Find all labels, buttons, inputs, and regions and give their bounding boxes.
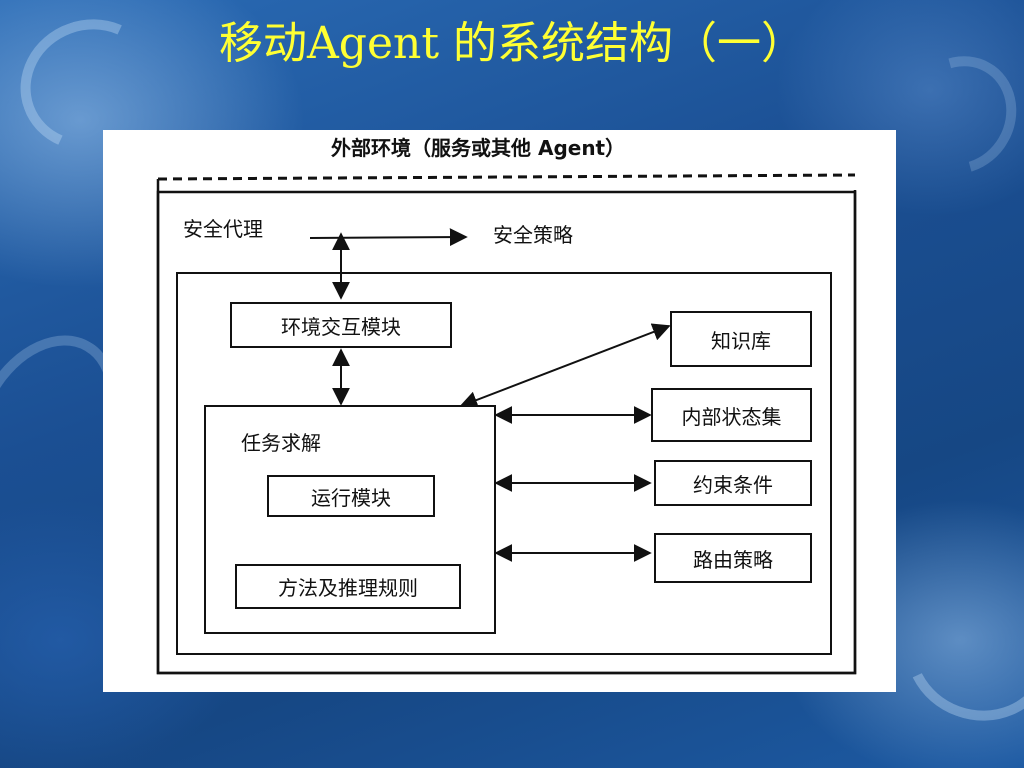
internal-state-set-box: 内部状态集 <box>651 388 812 442</box>
run-module-box: 运行模块 <box>267 475 435 517</box>
knowledge-base-box: 知识库 <box>670 311 812 367</box>
routing-policy-box: 路由策略 <box>654 533 812 583</box>
slide-title: 移动Agent 的系统结构（一） <box>219 18 805 69</box>
security-agent-label: 安全代理 <box>183 217 263 241</box>
decorative-swirl-bottom-right <box>885 558 1024 742</box>
environment-boundary-dashed <box>157 173 856 181</box>
methods-rules-box: 方法及推理规则 <box>235 564 461 609</box>
arrow-security-policy <box>309 228 468 247</box>
env-interaction-module-box: 环境交互模块 <box>230 302 452 348</box>
constraints-box: 约束条件 <box>654 460 812 506</box>
inner-frame <box>176 272 832 655</box>
task-solving-label: 任务求解 <box>241 431 321 455</box>
diagram-lines <box>156 173 857 675</box>
security-policy-label: 安全策略 <box>493 223 573 247</box>
arrow-task-knowledge <box>459 323 671 409</box>
architecture-diagram: 外部环境（服务或其他 Agent） 安全代理 安全策略 环境交互模块 任务求解 … <box>103 130 896 692</box>
environment-label: 外部环境（服务或其他 Agent） <box>331 136 626 160</box>
outer-frame-rect <box>156 190 857 675</box>
